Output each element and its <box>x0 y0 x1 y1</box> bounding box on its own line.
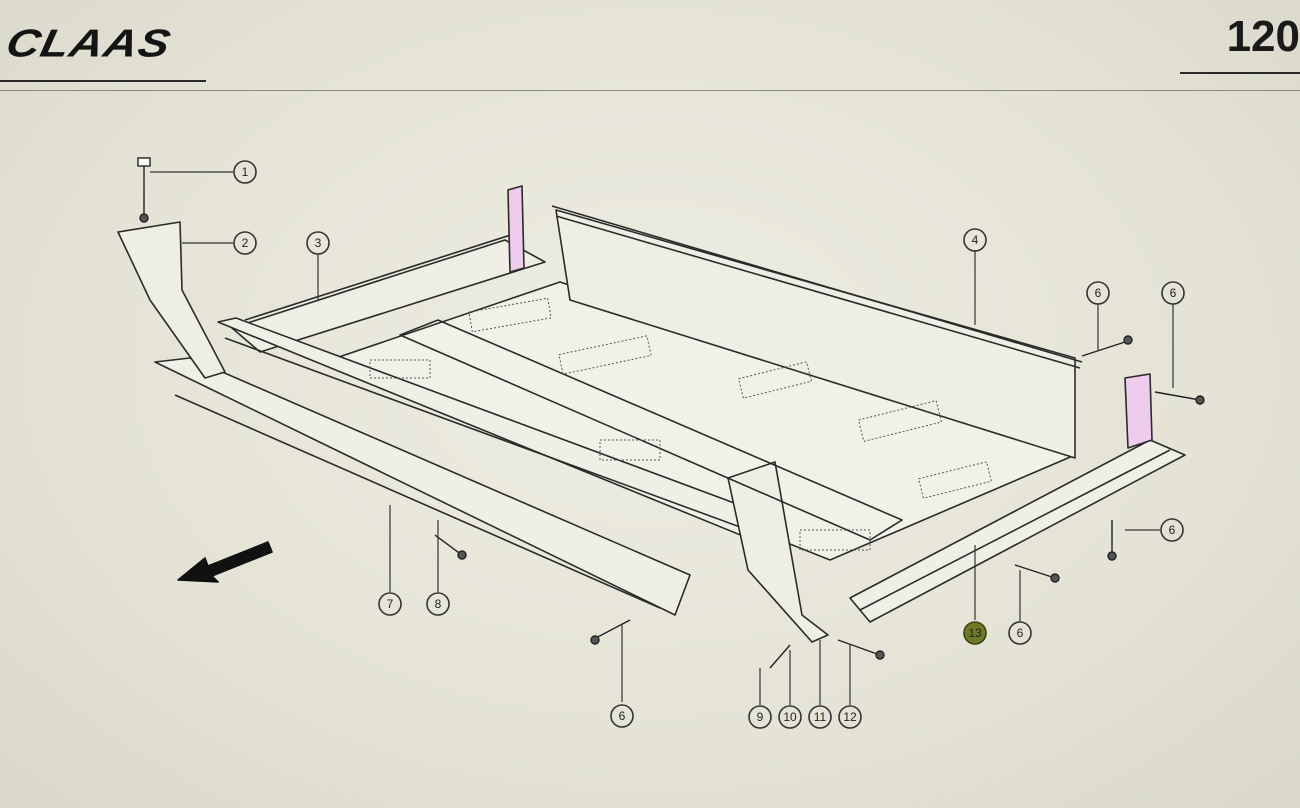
nut <box>1195 395 1205 405</box>
nut <box>139 213 149 223</box>
fasteners <box>137 157 1205 669</box>
front-angle-bar-lip <box>174 394 661 609</box>
leader-lines <box>150 171 1174 705</box>
callout-6-bottom: 6 <box>610 704 634 728</box>
svg-text:11: 11 <box>814 710 827 724</box>
side-wall-top-edge-2 <box>555 215 1081 369</box>
perforation-block <box>599 439 661 461</box>
callout-12: 12 <box>838 705 862 729</box>
svg-text:6: 6 <box>1095 286 1102 300</box>
svg-text:9: 9 <box>757 710 764 724</box>
rear-rail-edge <box>244 231 521 321</box>
callout-1: 1 <box>233 160 257 184</box>
callout-2: 2 <box>233 231 257 255</box>
svg-text:2: 2 <box>242 236 249 250</box>
perforation-block <box>738 361 812 399</box>
perforation-block <box>857 400 943 442</box>
svg-text:6: 6 <box>1169 523 1176 537</box>
callout-4: 4 <box>963 228 987 252</box>
nut <box>1123 335 1133 345</box>
nut <box>457 550 467 560</box>
bolt <box>769 644 791 669</box>
header-divider <box>0 80 206 82</box>
svg-text:8: 8 <box>435 597 442 611</box>
svg-text:13: 13 <box>968 626 982 640</box>
bolt <box>837 639 881 656</box>
callout-6-lower-right: 6 <box>1008 621 1032 645</box>
nut <box>875 650 885 660</box>
callout-7: 7 <box>378 592 402 616</box>
perforation-block <box>468 297 552 333</box>
svg-text:7: 7 <box>387 597 394 611</box>
callout-6-upper-right: 6 <box>1161 281 1185 305</box>
front-angle-bar <box>154 357 691 616</box>
frame-divider <box>0 90 1300 91</box>
nut <box>590 635 600 645</box>
svg-text:6: 6 <box>1170 286 1177 300</box>
callout-6-right: 6 <box>1160 518 1184 542</box>
side-wall-top-edge <box>551 205 1083 363</box>
perforation-block <box>918 461 992 499</box>
callout-9: 9 <box>748 705 772 729</box>
perforation-block <box>558 335 652 375</box>
inner-beam-edge <box>224 337 771 539</box>
rear-rail <box>231 239 546 353</box>
nut <box>1107 551 1117 561</box>
callout-13-highlighted: 13 <box>963 621 987 645</box>
callout-8: 8 <box>426 592 450 616</box>
bolt <box>1154 391 1201 401</box>
bolt <box>591 619 631 641</box>
callout-10: 10 <box>778 705 802 729</box>
svg-text:6: 6 <box>619 709 626 723</box>
cross-channel <box>399 319 903 541</box>
direction-arrow <box>177 541 273 583</box>
perforation-block <box>369 359 431 379</box>
svg-text:3: 3 <box>315 236 322 250</box>
page-number-underline <box>1180 72 1300 74</box>
right-end-bar-lip <box>859 449 1171 611</box>
bolt <box>1081 341 1126 357</box>
callout-3: 3 <box>306 231 330 255</box>
callout-11: 11 <box>808 705 832 729</box>
perforation-patterns <box>369 297 992 551</box>
page-number: 120 <box>1226 12 1300 61</box>
svg-text:10: 10 <box>783 710 797 724</box>
mount-bracket <box>117 221 226 379</box>
svg-text:4: 4 <box>972 233 979 247</box>
svg-text:1: 1 <box>242 165 249 179</box>
callout-6-upper-left: 6 <box>1086 281 1110 305</box>
perforation-block <box>799 529 871 551</box>
bolt-head <box>137 157 151 167</box>
bolt <box>1014 564 1056 579</box>
nut <box>1050 573 1060 583</box>
rear-post <box>507 185 525 273</box>
svg-text:6: 6 <box>1017 626 1024 640</box>
support-leg <box>727 461 829 643</box>
svg-text:12: 12 <box>843 710 857 724</box>
right-post <box>1124 373 1153 449</box>
bolt <box>434 534 463 556</box>
